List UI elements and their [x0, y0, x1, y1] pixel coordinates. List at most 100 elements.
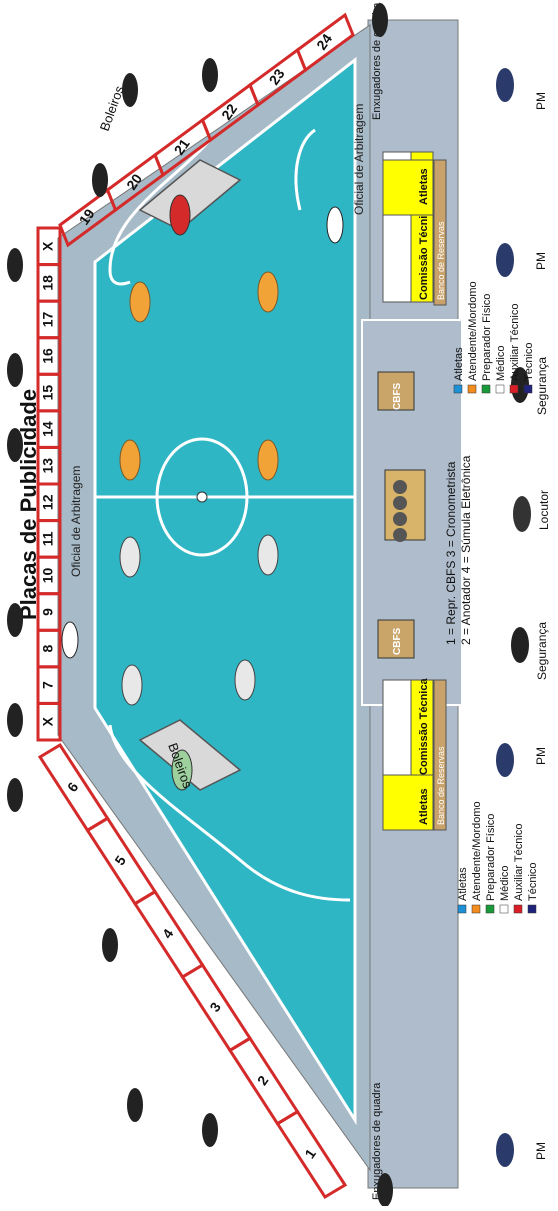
- legend-label: Atendente/Mordomo: [467, 281, 479, 381]
- bench-top: Comissão Técnica Atletas Banco de Reserv…: [383, 152, 446, 305]
- title: Placas de Publicidade: [16, 389, 41, 620]
- legend-swatch: [510, 385, 518, 393]
- ad-board-number: 18: [40, 275, 56, 291]
- goalkeeper-top: [170, 195, 190, 235]
- pm-figure: [496, 1133, 514, 1167]
- referee-right: [327, 207, 343, 243]
- staff-figure: [377, 1173, 393, 1206]
- table-legend-line1: 1 = Repr. CBFS 3 = Cronometrista: [444, 461, 458, 645]
- legend-label: Atletas: [457, 867, 469, 901]
- staff-figure: [7, 428, 23, 462]
- seguranca-label-bottom: Segurança: [535, 622, 549, 680]
- player-orange: [120, 440, 140, 480]
- oficial-arbitragem-label-left: Oficial de Arbitragem: [69, 466, 83, 577]
- ad-board-number: 7: [40, 681, 56, 689]
- pm-figure: [496, 743, 514, 777]
- player-orange: [258, 272, 278, 312]
- player-orange: [130, 282, 150, 322]
- legend-label: Técnico: [523, 342, 535, 381]
- legend-swatch: [454, 385, 462, 393]
- ad-board-number: 11: [40, 531, 56, 546]
- legend-label: Auxiliar Técnico: [513, 824, 525, 901]
- player-gray: [258, 535, 278, 575]
- oficial-arbitragem-label-right: Oficial de Arbitragem: [352, 104, 366, 215]
- staff-figure: [372, 3, 388, 37]
- ad-board-number: 8: [40, 644, 56, 652]
- staff-figure: [7, 603, 23, 637]
- ad-board-number: 10: [40, 567, 56, 583]
- comissao-tecnica-label-bottom: Comissão Técnica: [418, 678, 430, 775]
- legend-label: Preparador Físico: [481, 294, 493, 381]
- table-official-2: [393, 512, 407, 526]
- banco-reservas-label-top: Banco de Reservas: [436, 221, 446, 300]
- ad-board-number: 14: [40, 421, 56, 437]
- legend-swatch: [458, 905, 466, 913]
- legend-swatch: [500, 905, 508, 913]
- staff-figure: [7, 703, 23, 737]
- staff-figure: [7, 778, 23, 812]
- table-official-1: [393, 528, 407, 542]
- pm-label-4: PM: [534, 1142, 548, 1160]
- ad-board-number: X: [40, 716, 56, 726]
- legend-label: Técnico: [527, 862, 539, 901]
- ad-board-number: 9: [40, 608, 56, 616]
- ad-board-number: 6: [64, 779, 82, 795]
- ad-board-number: 1: [301, 1146, 319, 1162]
- ad-board-number: 15: [40, 385, 56, 401]
- staff-figure: [127, 1088, 143, 1122]
- legend-swatch: [468, 385, 476, 393]
- staff-figure: [7, 248, 23, 282]
- legend-label: Médico: [495, 346, 507, 381]
- player-gray: [122, 665, 142, 705]
- ad-board-number: 16: [40, 348, 56, 364]
- seguranca-label-top: Segurança: [535, 357, 549, 415]
- pm-figure: [496, 243, 514, 277]
- cbfs-label-top: CBFS: [392, 382, 403, 410]
- staff-figure: [122, 73, 138, 107]
- ad-board-number: 12: [40, 494, 56, 510]
- staff-figure: [7, 353, 23, 387]
- staff-figure: [202, 1113, 218, 1147]
- pm-label-2: PM: [534, 252, 548, 270]
- ad-board-number: 4: [159, 926, 177, 942]
- atletas-label-bottom: Atletas: [418, 788, 430, 825]
- legend-label: Atendente/Mordomo: [471, 801, 483, 901]
- legend-label: Médico: [499, 866, 511, 901]
- atletas-label-top: Atletas: [418, 168, 430, 205]
- pm-figure: [496, 68, 514, 102]
- cbfs-label-bottom: CBFS: [392, 627, 403, 655]
- banco-reservas-label-bottom: Banco de Reservas: [436, 746, 446, 825]
- ad-board-number: 17: [40, 311, 56, 327]
- staff-figure: [102, 928, 118, 962]
- table-official-3: [393, 496, 407, 510]
- pm-label-3: PM: [534, 747, 548, 765]
- player-gray: [235, 660, 255, 700]
- ad-board-number: 13: [40, 458, 56, 474]
- legend-label: Auxiliar Técnico: [509, 304, 521, 381]
- player-gray: [120, 537, 140, 577]
- legend-swatch: [528, 905, 536, 913]
- player-orange: [258, 440, 278, 480]
- locutor-figure: [513, 496, 531, 532]
- bench-bottom: Comissão Técnica Atletas Banco de Reserv…: [383, 678, 446, 830]
- ad-board-number: 3: [206, 999, 224, 1015]
- ad-board-number: X: [40, 241, 56, 251]
- legend-label: Atletas: [453, 347, 465, 381]
- locutor-label: Locutor: [537, 490, 551, 530]
- staff-figure: [92, 163, 108, 197]
- staff-figure: [202, 58, 218, 92]
- legend-swatch: [486, 905, 494, 913]
- ad-board-number: 5: [111, 852, 129, 868]
- referee-left: [62, 622, 78, 658]
- legend-label: Preparador Físico: [485, 814, 497, 901]
- ad-board-number: 2: [254, 1072, 272, 1088]
- seguranca-figure-bottom: [511, 627, 529, 663]
- table-official-4: [393, 480, 407, 494]
- table-legend-line2: 2 = Anotador 4 = Súmula Eletrônica: [459, 455, 473, 645]
- comissao-tecnica-label-top: Comissão Técnica: [418, 203, 430, 300]
- legend-swatch: [514, 905, 522, 913]
- legend-swatch: [496, 385, 504, 393]
